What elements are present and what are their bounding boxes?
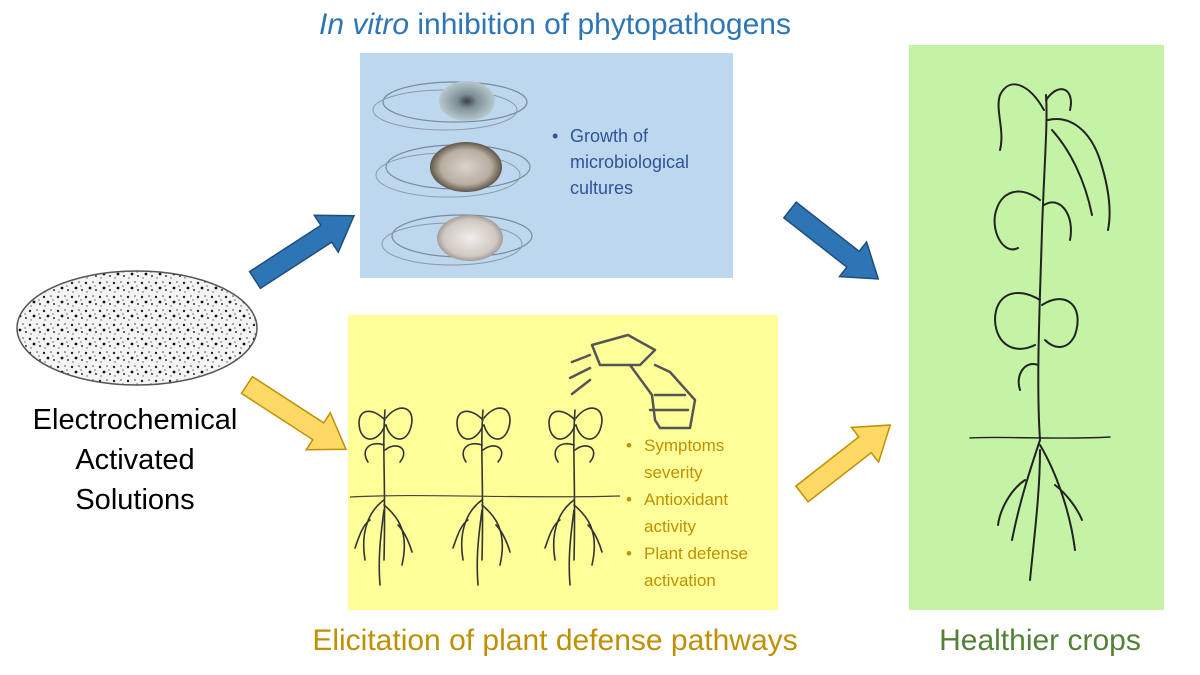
plant-sketch-3 xyxy=(544,407,603,586)
in-vitro-title-rest: inhibition of phytopathogens xyxy=(409,8,791,41)
label-line-2: Activated xyxy=(75,444,195,476)
elicitation-title: Elicitation of plant defense pathways xyxy=(312,624,798,657)
petri-dish-3 xyxy=(381,214,533,266)
soil-line xyxy=(349,494,621,498)
bullet-growth-cultures: Growth of microbiological cultures xyxy=(552,123,732,201)
healthier-crops-title: Healthier crops xyxy=(939,624,1141,657)
large-plant-sketch xyxy=(969,83,1111,581)
bullet-symptoms-severity: Symptoms severity xyxy=(626,432,776,486)
blue-arrow-to-crops xyxy=(782,201,880,280)
label-line-3: Solutions xyxy=(75,484,195,516)
petri-dish-1 xyxy=(372,81,528,131)
plant-sketch-1 xyxy=(354,407,413,586)
in-vitro-title: In vitro inhibition of phytopathogens xyxy=(200,8,910,42)
yellow-arrow-to-crops xyxy=(794,424,892,503)
label-line-1: Electrochemical xyxy=(32,404,238,436)
plant-sketch-2 xyxy=(452,407,511,586)
in-vitro-title-italic: In vitro xyxy=(319,8,410,41)
petri-dish-2 xyxy=(375,142,531,198)
in-vitro-bullet-list: Growth of microbiological cultures xyxy=(552,123,732,201)
bullet-antioxidant-activity: Antioxidant activity xyxy=(626,486,776,540)
bullet-plant-defense-activation: Plant defense activation xyxy=(626,540,776,594)
solution-ellipse xyxy=(16,270,258,386)
yellow-arrow-to-elicitation xyxy=(240,375,348,451)
blue-arrow-to-in-vitro xyxy=(248,214,356,290)
electrochemical-label: Electrochemical Activated Solutions xyxy=(10,400,260,520)
elicitation-bullet-list: Symptoms severity Antioxidant activity P… xyxy=(626,432,776,594)
spray-bottle-icon xyxy=(568,333,697,430)
